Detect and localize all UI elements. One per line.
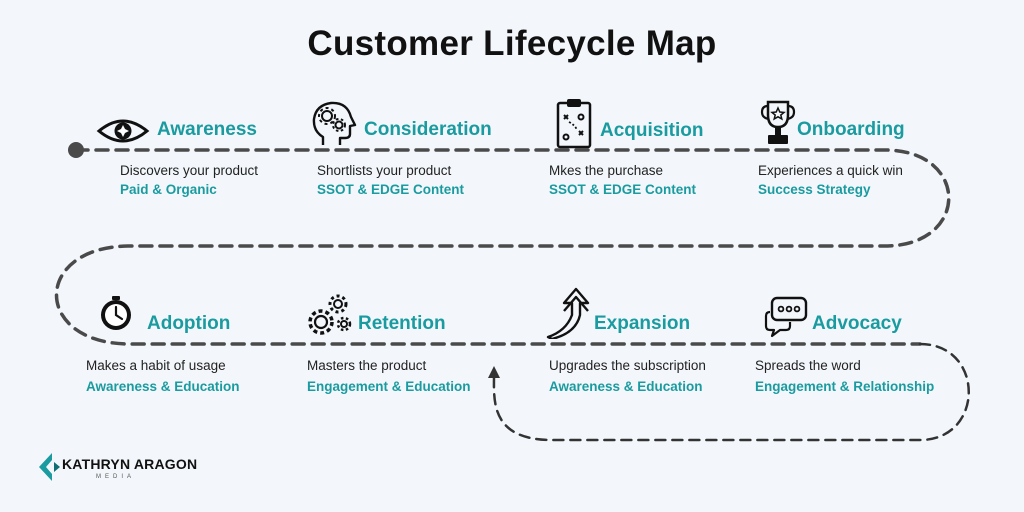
return-arrow-icon	[488, 366, 500, 378]
stage-name: Adoption	[147, 313, 231, 334]
stage-tactic: Success Strategy	[758, 182, 871, 197]
stage-name: Retention	[358, 313, 446, 334]
stage-tactic: Awareness & Education	[549, 379, 703, 394]
trophy-icon	[760, 100, 796, 144]
growth-arrow-icon	[546, 287, 590, 339]
stage-description: Experiences a quick win	[758, 163, 903, 178]
stage-tactic: Paid & Organic	[120, 182, 217, 197]
page-title: Customer Lifecycle Map	[307, 24, 717, 63]
clipboard-strategy-icon	[556, 99, 592, 149]
stage-description: Shortlists your product	[317, 163, 452, 178]
kathryn-aragon-logo-icon	[39, 453, 60, 481]
eye-icon	[96, 119, 150, 143]
journey-path	[54, 148, 951, 346]
stage-description: Mkes the purchase	[549, 163, 664, 178]
stage-name: Expansion	[594, 313, 691, 334]
brand-subtitle: MEDIA	[96, 474, 136, 480]
stage-name: Acquisition	[600, 120, 704, 141]
stage-description: Spreads the word	[755, 358, 861, 373]
return-loop-path	[492, 342, 970, 442]
stage-name: Onboarding	[797, 119, 905, 140]
clock-icon	[101, 296, 131, 330]
brand-name: KATHRYN ARAGON	[62, 456, 198, 472]
stage-description: Makes a habit of usage	[86, 358, 226, 373]
stage-tactic: SSOT & EDGE Content	[317, 182, 465, 197]
start-dot	[68, 142, 84, 158]
stage-name: Advocacy	[812, 313, 902, 334]
head-gears-icon	[312, 101, 357, 145]
stage-tactic: Engagement & Relationship	[755, 379, 935, 394]
stage-tactic: SSOT & EDGE Content	[549, 182, 697, 197]
stage-description: Discovers your product	[120, 163, 259, 178]
stage-tactic: Awareness & Education	[86, 379, 240, 394]
stage-tactic: Engagement & Education	[307, 379, 471, 394]
stage-description: Upgrades the subscription	[549, 358, 706, 373]
stage-name: Awareness	[157, 119, 257, 140]
stage-name: Consideration	[364, 119, 492, 140]
stage-description: Masters the product	[307, 358, 427, 373]
gears-icon	[308, 294, 352, 335]
speech-bubbles-icon	[764, 296, 808, 338]
